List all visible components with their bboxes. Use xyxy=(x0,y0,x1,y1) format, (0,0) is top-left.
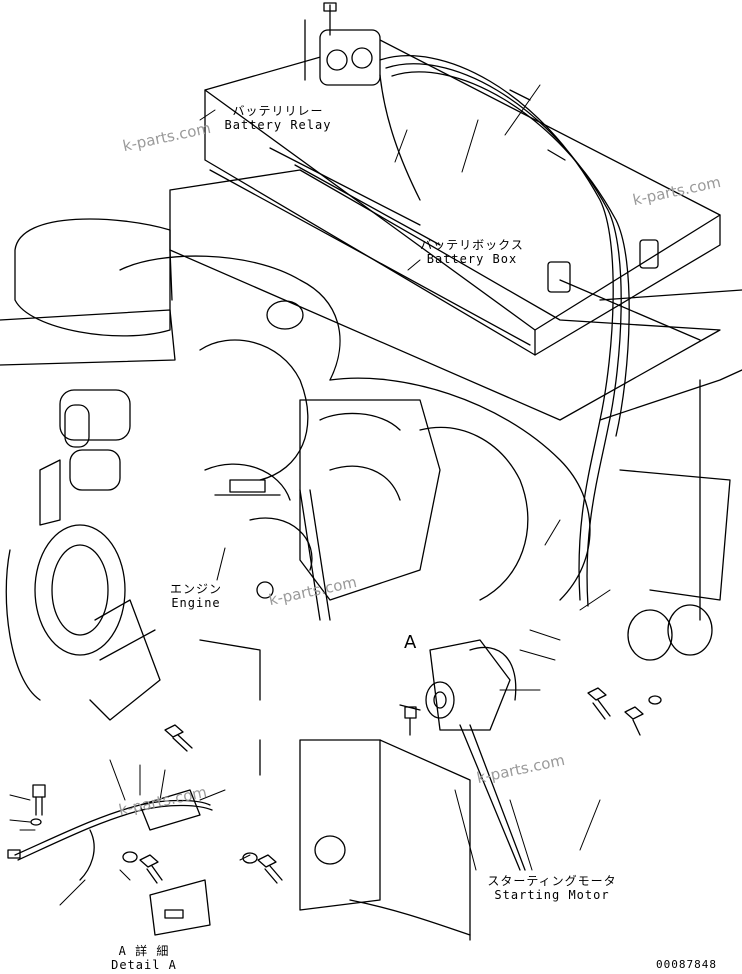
battery-relay-label: バッテリリレー Battery Relay xyxy=(218,104,338,132)
detail-a-label: A 詳 細 Detail A xyxy=(106,944,182,972)
washer xyxy=(122,851,138,863)
engine-label: エンジン Engine xyxy=(158,582,234,610)
battery-box-label: バッテリボックス Battery Box xyxy=(412,238,532,266)
bolt xyxy=(587,687,611,720)
hardware-drawing xyxy=(30,687,662,884)
engine-label-jp: エンジン xyxy=(169,582,222,596)
battery-relay-drawing xyxy=(304,2,630,607)
bolt xyxy=(624,706,644,736)
callout-a: A xyxy=(404,632,417,653)
starting-motor-label-jp: スターティングモータ xyxy=(487,874,617,888)
alternator-drawing xyxy=(5,389,161,721)
battery-relay-label-en: Battery Relay xyxy=(224,118,332,132)
starting-motor-label-en: Starting Motor xyxy=(494,888,610,902)
battery-relay-label-jp: バッテリリレー xyxy=(232,104,324,118)
frame-drawing xyxy=(599,289,742,661)
engine-label-en: Engine xyxy=(171,596,221,610)
lower-bracket-drawing xyxy=(199,639,471,941)
leader-lines xyxy=(9,84,611,906)
washer xyxy=(30,818,42,826)
detail-a-label-en: Detail A xyxy=(111,958,177,972)
figure-number: 00087848 xyxy=(656,958,717,971)
starting-motor-drawing xyxy=(425,639,526,871)
bolt xyxy=(164,724,193,752)
battery-box-drawing xyxy=(169,39,721,421)
battery-box-label-jp: バッテリボックス xyxy=(420,238,524,252)
bolt xyxy=(139,854,163,884)
engine-drawing xyxy=(0,218,591,621)
starting-motor-label: スターティングモータ Starting Motor xyxy=(482,874,622,902)
detail-a-drawing xyxy=(7,789,213,936)
bolt xyxy=(32,784,46,816)
battery-box-label-en: Battery Box xyxy=(426,252,518,266)
bolt xyxy=(257,854,283,884)
bolt xyxy=(404,706,417,736)
detail-a-label-jp: A 詳 細 xyxy=(118,944,170,958)
washer xyxy=(648,695,662,705)
